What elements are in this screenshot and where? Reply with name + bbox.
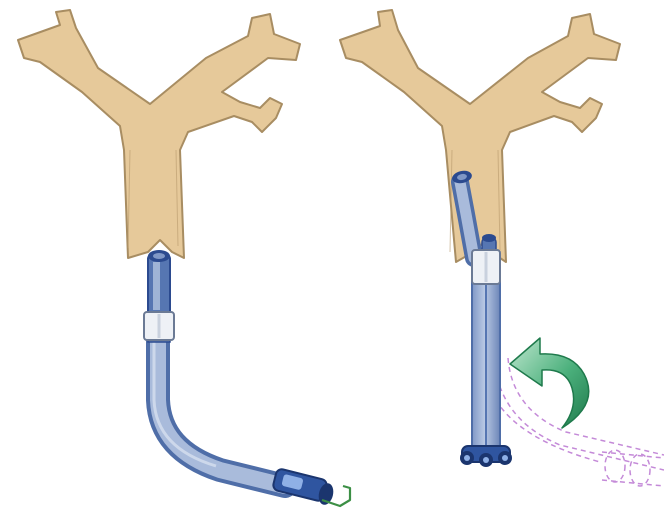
curved-arrow-icon (510, 338, 589, 428)
left-panel (18, 10, 350, 506)
right-airway (340, 10, 620, 262)
right-tube-connector (460, 446, 512, 467)
left-airway (18, 10, 300, 258)
right-panel (340, 10, 664, 486)
